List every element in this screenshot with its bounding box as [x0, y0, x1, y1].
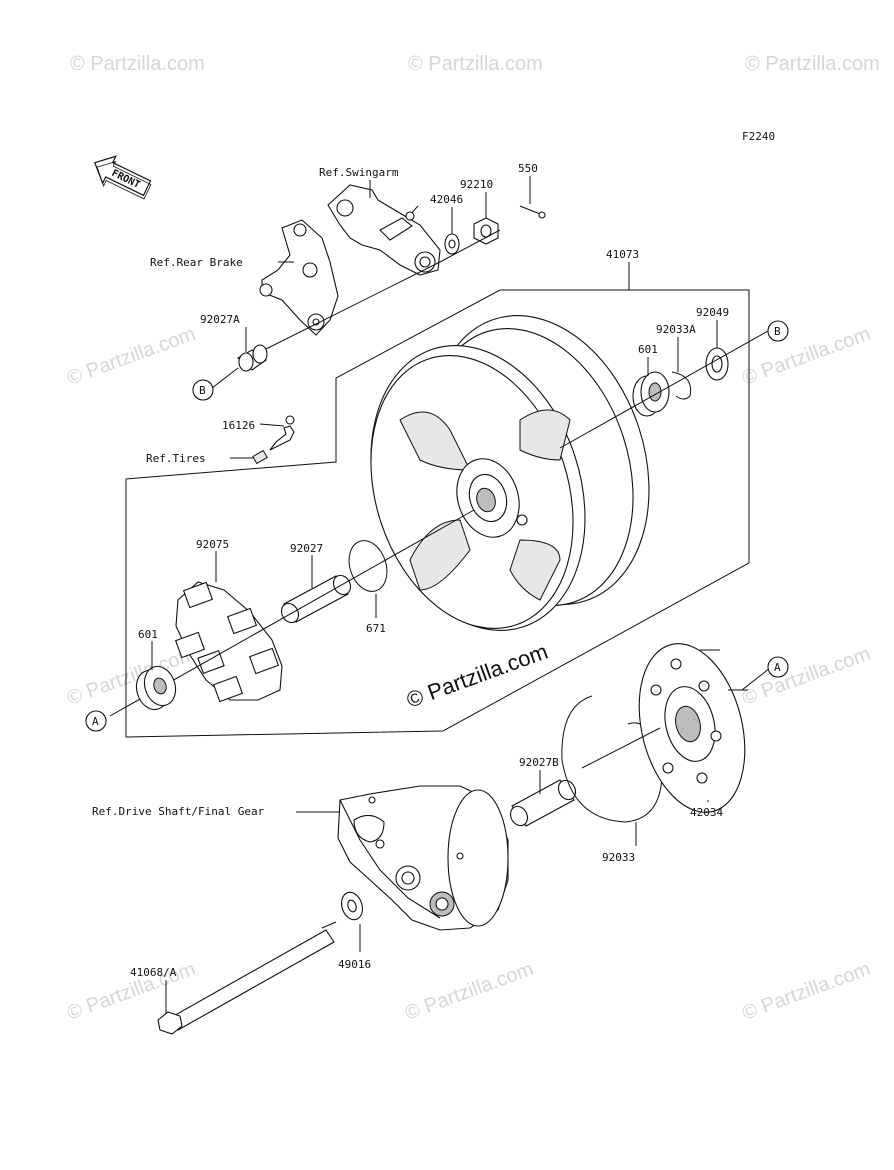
watermark: © Partzilla.com [739, 958, 873, 1025]
coupling-42034 [638, 643, 748, 813]
leader-line [211, 367, 239, 389]
callout-a-left: A [85, 710, 107, 732]
part-92027B-label: 92027B [519, 756, 559, 769]
callout-label: B [774, 325, 781, 338]
callout-label: A [92, 715, 99, 728]
watermark: © Partzilla.com [408, 53, 543, 75]
part-92027-label: 92027 [290, 542, 323, 555]
rear-brake-bracket [259, 219, 339, 336]
part-671-label: 671 [366, 622, 386, 635]
part-601-top-label: 601 [638, 343, 658, 356]
callout-b-right: B [767, 320, 789, 342]
figure-code: F2240 [742, 130, 775, 143]
valve-16126 [252, 415, 295, 465]
watermark: © Partzilla.com [70, 53, 205, 75]
assembly-bracket-41073 [125, 289, 750, 738]
watermark-center: © Partzilla.com [403, 639, 551, 713]
ref-rear-brake-label: Ref.Rear Brake [150, 256, 243, 269]
callout-a-right: A [767, 656, 789, 678]
leader-line [741, 667, 771, 691]
circlip-92033A [671, 371, 692, 400]
axle-line [559, 330, 769, 449]
watermark: © Partzilla.com [64, 323, 198, 390]
part-92049-label: 92049 [696, 306, 729, 319]
front-arrow-icon: FRONT [94, 155, 152, 200]
watermark: © Partzilla.com [739, 323, 873, 390]
part-49016-label: 49016 [338, 958, 371, 971]
leader-line [259, 423, 285, 427]
part-92033A-label: 92033A [656, 323, 696, 336]
collar-92027B [509, 779, 577, 827]
ref-swingarm-label: Ref.Swingarm [319, 166, 399, 179]
washer-49016 [341, 891, 363, 921]
ref-tires-label: Ref.Tires [146, 452, 206, 465]
axle-line [581, 727, 661, 769]
callout-label: B [199, 384, 206, 397]
swingarm-bracket [327, 184, 441, 276]
nut-92210 [473, 217, 499, 245]
watermark: © Partzilla.com [745, 53, 880, 75]
washer-42046 [444, 233, 460, 255]
part-92210-label: 92210 [460, 178, 493, 191]
rear-wheel-41073 [370, 315, 650, 631]
part-92027A-label: 92027A [200, 313, 240, 326]
part-92033-label: 92033 [602, 851, 635, 864]
axle-41068A [157, 921, 337, 1035]
callout-label: A [774, 661, 781, 674]
part-550-label: 550 [518, 162, 538, 175]
ref-drive-shaft-label: Ref.Drive Shaft/Final Gear [92, 805, 265, 818]
axle-line [439, 229, 501, 263]
part-42034-label: 42034 [690, 806, 723, 819]
part-601-left-label: 601 [138, 628, 158, 641]
damper-92075 [174, 581, 283, 703]
bearing-601-right [632, 371, 670, 417]
callout-b-left: B [192, 379, 214, 401]
cotter-pin-550 [519, 205, 546, 219]
part-42046-label: 42046 [430, 193, 463, 206]
bearing-601-left [135, 665, 177, 711]
part-16126-label: 16126 [222, 419, 255, 432]
part-41068A-label: 41068/A [130, 966, 177, 979]
part-92075-label: 92075 [196, 538, 229, 551]
axle-line [255, 261, 441, 355]
collar-92027A [237, 344, 268, 372]
part-41073-label: 41073 [606, 248, 639, 261]
watermark: © Partzilla.com [402, 958, 536, 1025]
watermark: © Partzilla.com [64, 643, 198, 710]
final-gear-case [337, 785, 509, 931]
